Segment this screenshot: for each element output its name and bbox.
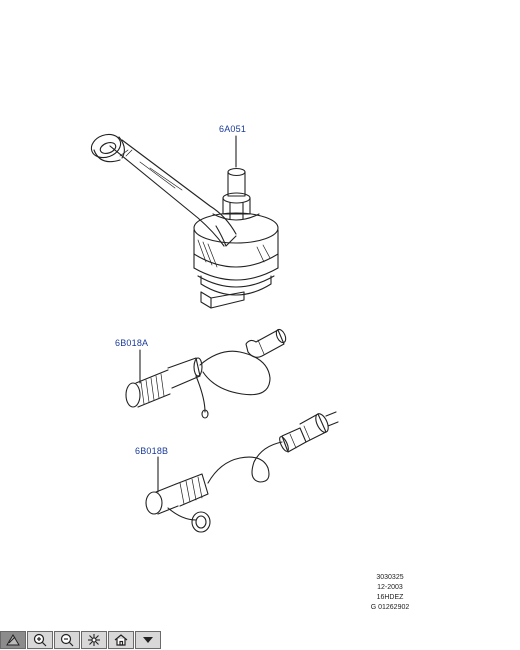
home-button[interactable] xyxy=(108,631,134,649)
drawing-code: 16HDEZ xyxy=(376,594,404,601)
drawing-number: 3030325 xyxy=(376,574,404,581)
exploded-parts-diagram xyxy=(90,133,339,533)
callout-6b018a[interactable]: 6B018A xyxy=(115,338,149,348)
select-tool-button[interactable] xyxy=(0,631,26,649)
zoom-in-button[interactable] xyxy=(27,631,53,649)
callout-6a051[interactable]: 6A051 xyxy=(219,124,247,134)
fit-to-window-icon xyxy=(88,634,100,646)
viewer-toolbar xyxy=(0,631,166,650)
drawing-info-block: 3030325 12-2003 16HDEZ G 01262902 xyxy=(352,573,428,613)
drawing-reference: G 01262902 xyxy=(370,604,410,611)
callout-6b018b[interactable]: 6B018B xyxy=(135,446,169,456)
dropdown-button[interactable] xyxy=(135,631,161,649)
select-tool-icon xyxy=(6,634,20,646)
part-6a051-drawing xyxy=(90,133,279,309)
part-6b018a-drawing xyxy=(125,328,287,419)
part-6b018b-drawing xyxy=(145,411,339,533)
home-icon xyxy=(114,634,128,646)
zoom-out-button[interactable] xyxy=(54,631,80,649)
drawing-date: 12-2003 xyxy=(377,584,403,591)
zoom-out-icon xyxy=(60,633,74,647)
fit-to-window-button[interactable] xyxy=(81,631,107,649)
dropdown-arrow-icon xyxy=(143,637,153,643)
zoom-in-icon xyxy=(33,633,47,647)
